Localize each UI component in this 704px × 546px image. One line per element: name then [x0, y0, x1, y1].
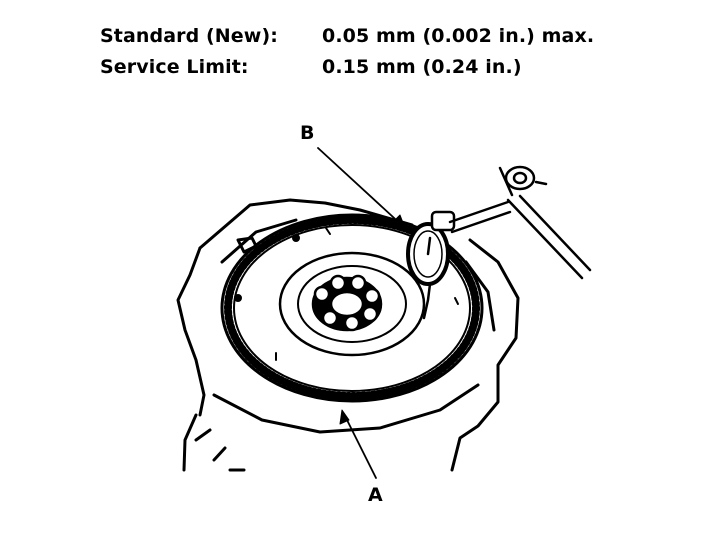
callout-b-arrowhead [392, 214, 406, 229]
magnetic-stand-arm [448, 165, 592, 280]
standard-value: 0.05 mm (0.002 in.) max. [322, 25, 595, 47]
flywheel-marks [234, 227, 459, 361]
callout-b-label: B [300, 122, 315, 144]
service-limit-label: Service Limit: [100, 56, 249, 78]
callout-b-leader [317, 147, 406, 229]
callout-a-label: A [368, 484, 383, 506]
standard-label: Standard (New): [100, 25, 278, 47]
flywheel-center-bolts [311, 274, 383, 332]
flywheel-ring-gear [220, 213, 484, 403]
dial-indicator [406, 210, 456, 320]
callout-a-arrowhead [339, 409, 350, 425]
callout-a-leader [343, 413, 377, 479]
service-limit-value: 0.15 mm (0.24 in.) [322, 56, 522, 78]
